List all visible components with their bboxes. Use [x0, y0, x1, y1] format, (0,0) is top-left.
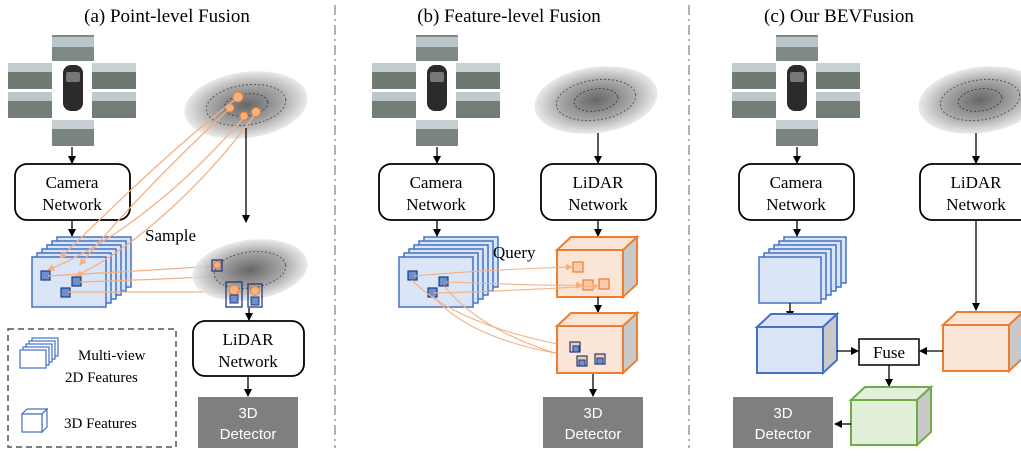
3d-detector-box — [198, 397, 298, 448]
camera-images-cluster — [732, 35, 860, 146]
camera-bev-feature-cube — [754, 311, 840, 376]
ego-car-icon — [787, 65, 807, 111]
camera-network-label-line1: Camera — [46, 173, 99, 192]
lidar-bev-feature-cube — [940, 311, 1021, 374]
lidar-network-label-line2: Network — [568, 195, 628, 214]
legend-box — [7, 328, 177, 448]
lidar-network-label-line1: LiDAR — [223, 330, 275, 349]
detector-label-line2: Detector — [220, 426, 277, 443]
legend: Multi-view 2D Features 3D Features — [7, 328, 177, 448]
lidar-point-cloud-sampled — [192, 239, 308, 301]
detector-label-line1: 3D — [238, 405, 257, 422]
legend-multiview-line1: Multi-view — [78, 348, 146, 364]
lidar-network-label-line1: LiDAR — [951, 173, 1003, 192]
sampled-point — [239, 111, 249, 121]
lidar-point-cloud-icon — [534, 66, 658, 134]
legend-3d-features: 3D Features — [64, 416, 137, 432]
panel-our-bevfusion: (c) Our BEVFusion Camera Network — [732, 6, 1021, 448]
panel-title: (c) Our BEVFusion — [764, 6, 914, 27]
fuse-label: Fuse — [873, 343, 905, 362]
camera-network-label-line2: Network — [42, 195, 102, 214]
ego-car-icon — [63, 65, 83, 111]
camera-network-label-line1: Camera — [410, 173, 463, 192]
multiview-2d-features-stack — [398, 236, 499, 308]
3d-detector-box — [543, 397, 643, 448]
lidar-network-label-line1: LiDAR — [573, 173, 625, 192]
fused-bev-feature-cube — [848, 384, 934, 448]
camera-network-label-line2: Network — [766, 195, 826, 214]
camera-images-cluster — [8, 35, 136, 146]
ego-car-icon — [427, 65, 447, 111]
fused-3d-feature-cube — [554, 310, 640, 376]
detector-label-line2: Detector — [565, 426, 622, 443]
multiview-2d-features-stack — [758, 236, 847, 304]
detector-label-line1: 3D — [583, 405, 602, 422]
detector-label-line1: 3D — [773, 405, 792, 422]
lidar-3d-feature-cube — [554, 234, 640, 300]
lidar-point-cloud-icon — [918, 66, 1021, 134]
multiview-2d-features-legend-icon — [19, 349, 47, 369]
sampled-point — [251, 107, 261, 117]
sample-label: Sample — [145, 226, 196, 245]
camera-network-label-line2: Network — [406, 195, 466, 214]
sample-arrows — [47, 98, 257, 296]
panel-point-level-fusion: (a) Point-level Fusion — [7, 6, 308, 448]
legend-multiview-line2: 2D Features — [65, 370, 138, 386]
panel-title: (a) Point-level Fusion — [84, 6, 250, 27]
lidar-network-label-line2: Network — [218, 352, 278, 371]
multiview-2d-features-stack — [31, 236, 132, 308]
3d-features-legend-icon — [20, 407, 49, 434]
3d-detector-box — [733, 397, 833, 448]
lidar-network-label-line2: Network — [946, 195, 1006, 214]
camera-network-label-line1: Camera — [770, 173, 823, 192]
fuse-box — [858, 338, 920, 366]
camera-images-cluster — [372, 35, 500, 146]
panel-feature-level-fusion: (b) Feature-level Fusion Camera Network — [372, 6, 658, 448]
query-label: Query — [493, 243, 536, 262]
lidar-network-box — [919, 163, 1021, 221]
detector-label-line2: Detector — [755, 426, 812, 443]
panel-title: (b) Feature-level Fusion — [417, 6, 601, 27]
